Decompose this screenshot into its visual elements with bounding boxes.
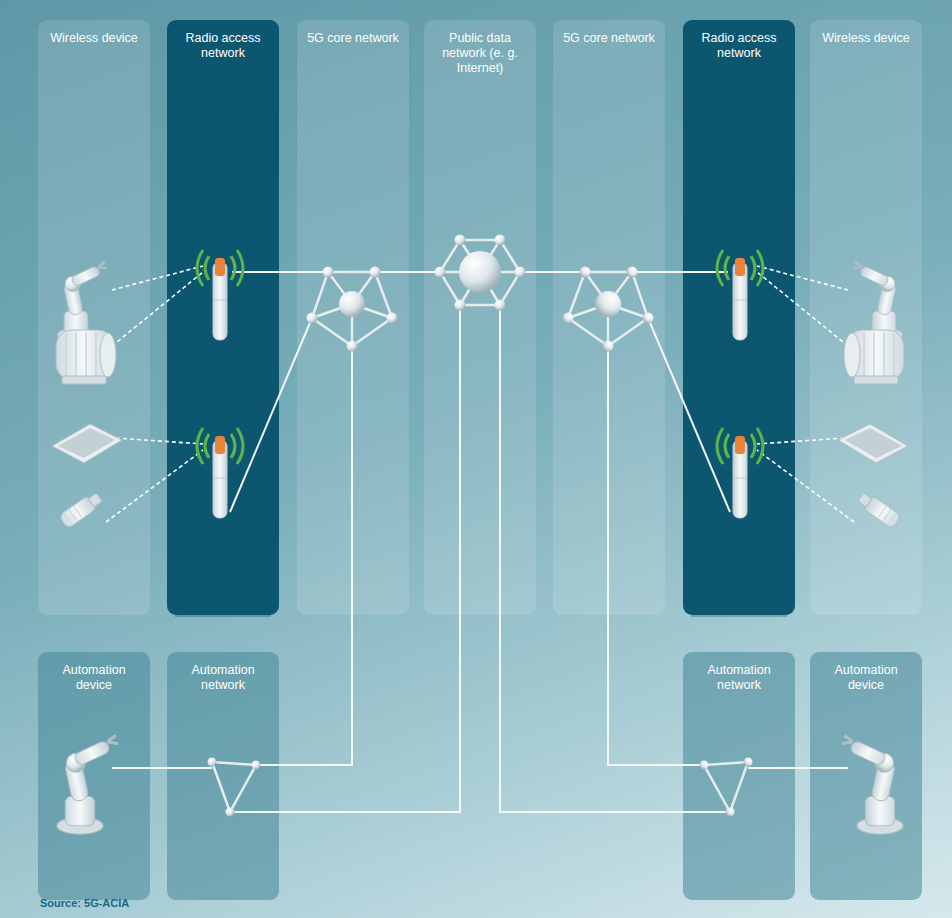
band-fill — [683, 652, 795, 900]
network-band: Automation device — [38, 652, 150, 900]
band-heading: 5G core network — [303, 31, 403, 46]
network-band: 5G core network — [297, 20, 409, 615]
band-heading: Wireless device — [44, 31, 144, 46]
network-band: Automation device — [810, 652, 922, 900]
network-band: Radio access network — [167, 20, 279, 615]
band-heading: Radio access network — [173, 31, 273, 61]
band-heading: Automation network — [173, 663, 273, 693]
band-fill — [810, 652, 922, 900]
band-heading: 5G core network — [559, 31, 659, 46]
network-band: Public data network (e. g. Internet) — [424, 20, 536, 615]
band-heading: Automation network — [689, 663, 789, 693]
source-note: Source: 5G-ACIA — [40, 897, 129, 909]
band-heading: Automation device — [816, 663, 916, 693]
network-band: 5G core network — [553, 20, 665, 615]
network-band: Radio access network — [683, 20, 795, 615]
network-band: Wireless device — [38, 20, 150, 615]
band-fill — [38, 652, 150, 900]
band-heading: Automation device — [44, 663, 144, 693]
band-heading: Public data network (e. g. Internet) — [430, 31, 530, 76]
network-band: Automation network — [167, 652, 279, 900]
band-fill — [424, 20, 536, 615]
band-heading: Radio access network — [689, 31, 789, 61]
band-fill — [167, 652, 279, 900]
band-fill — [810, 20, 922, 615]
band-shadow — [175, 615, 271, 617]
network-band: Wireless device — [810, 20, 922, 615]
band-heading: Wireless device — [816, 31, 916, 46]
band-fill — [38, 20, 150, 615]
network-band: Automation network — [683, 652, 795, 900]
band-shadow — [691, 615, 787, 617]
